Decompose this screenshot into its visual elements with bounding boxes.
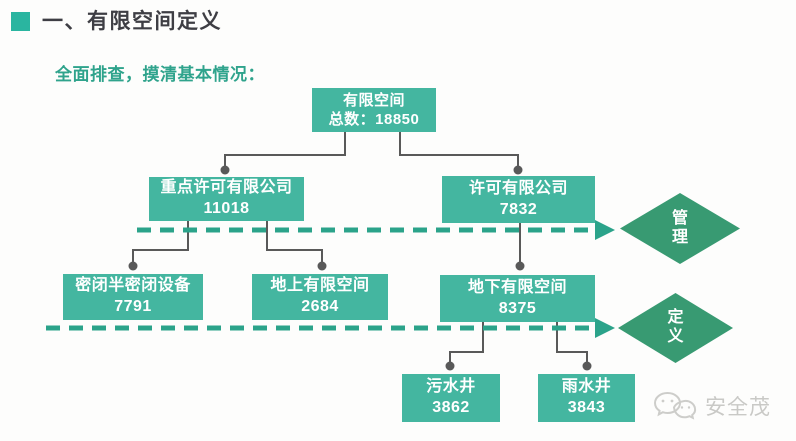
node-sealed-equipment: 密闭半密闭设备 7791 xyxy=(63,274,203,320)
node-value: 7832 xyxy=(499,200,538,218)
node-value: 2684 xyxy=(301,298,339,315)
subtitle: 全面排查，摸清基本情况： xyxy=(55,65,265,84)
node-underground-space: 地下有限空间 8375 xyxy=(440,275,595,322)
node-label: 重点许可有限公司 xyxy=(160,179,293,197)
node-label: 污水井 xyxy=(426,378,476,396)
node-value: 3843 xyxy=(567,399,606,416)
node-label: 雨水井 xyxy=(561,378,612,396)
node-label: 地上有限空间 xyxy=(270,277,370,295)
title-bullet-square xyxy=(11,12,30,31)
node-limited-space-total: 有限空间 总数：18850 xyxy=(312,88,436,132)
node-key-permit-companies: 重点许可有限公司 11018 xyxy=(149,177,304,221)
node-sewage-well: 污水井 3862 xyxy=(402,374,500,422)
node-label: 密闭半密闭设备 xyxy=(75,277,191,295)
node-label: 许可有限公司 xyxy=(468,179,568,197)
node-value: 11018 xyxy=(203,200,250,217)
diamond-label: 管理 xyxy=(671,209,688,246)
node-value: 7791 xyxy=(114,298,152,315)
node-value: 总数：18850 xyxy=(328,111,420,128)
node-label: 地下有限空间 xyxy=(467,278,567,296)
page-title: 一、有限空间定义 xyxy=(42,10,222,33)
wechat-icon xyxy=(653,391,697,420)
node-value: 8375 xyxy=(498,299,537,317)
node-rainwater-well: 雨水井 3843 xyxy=(538,374,635,422)
diamond-label: 定义 xyxy=(667,309,684,345)
node-value: 3862 xyxy=(432,399,470,416)
node-aboveground-space: 地上有限空间 2684 xyxy=(252,274,388,320)
watermark-text: 安全茂 xyxy=(705,396,771,419)
node-permit-companies: 许可有限公司 7832 xyxy=(442,176,595,223)
watermark: 安全茂 xyxy=(652,391,771,421)
node-label: 有限空间 xyxy=(342,91,405,109)
